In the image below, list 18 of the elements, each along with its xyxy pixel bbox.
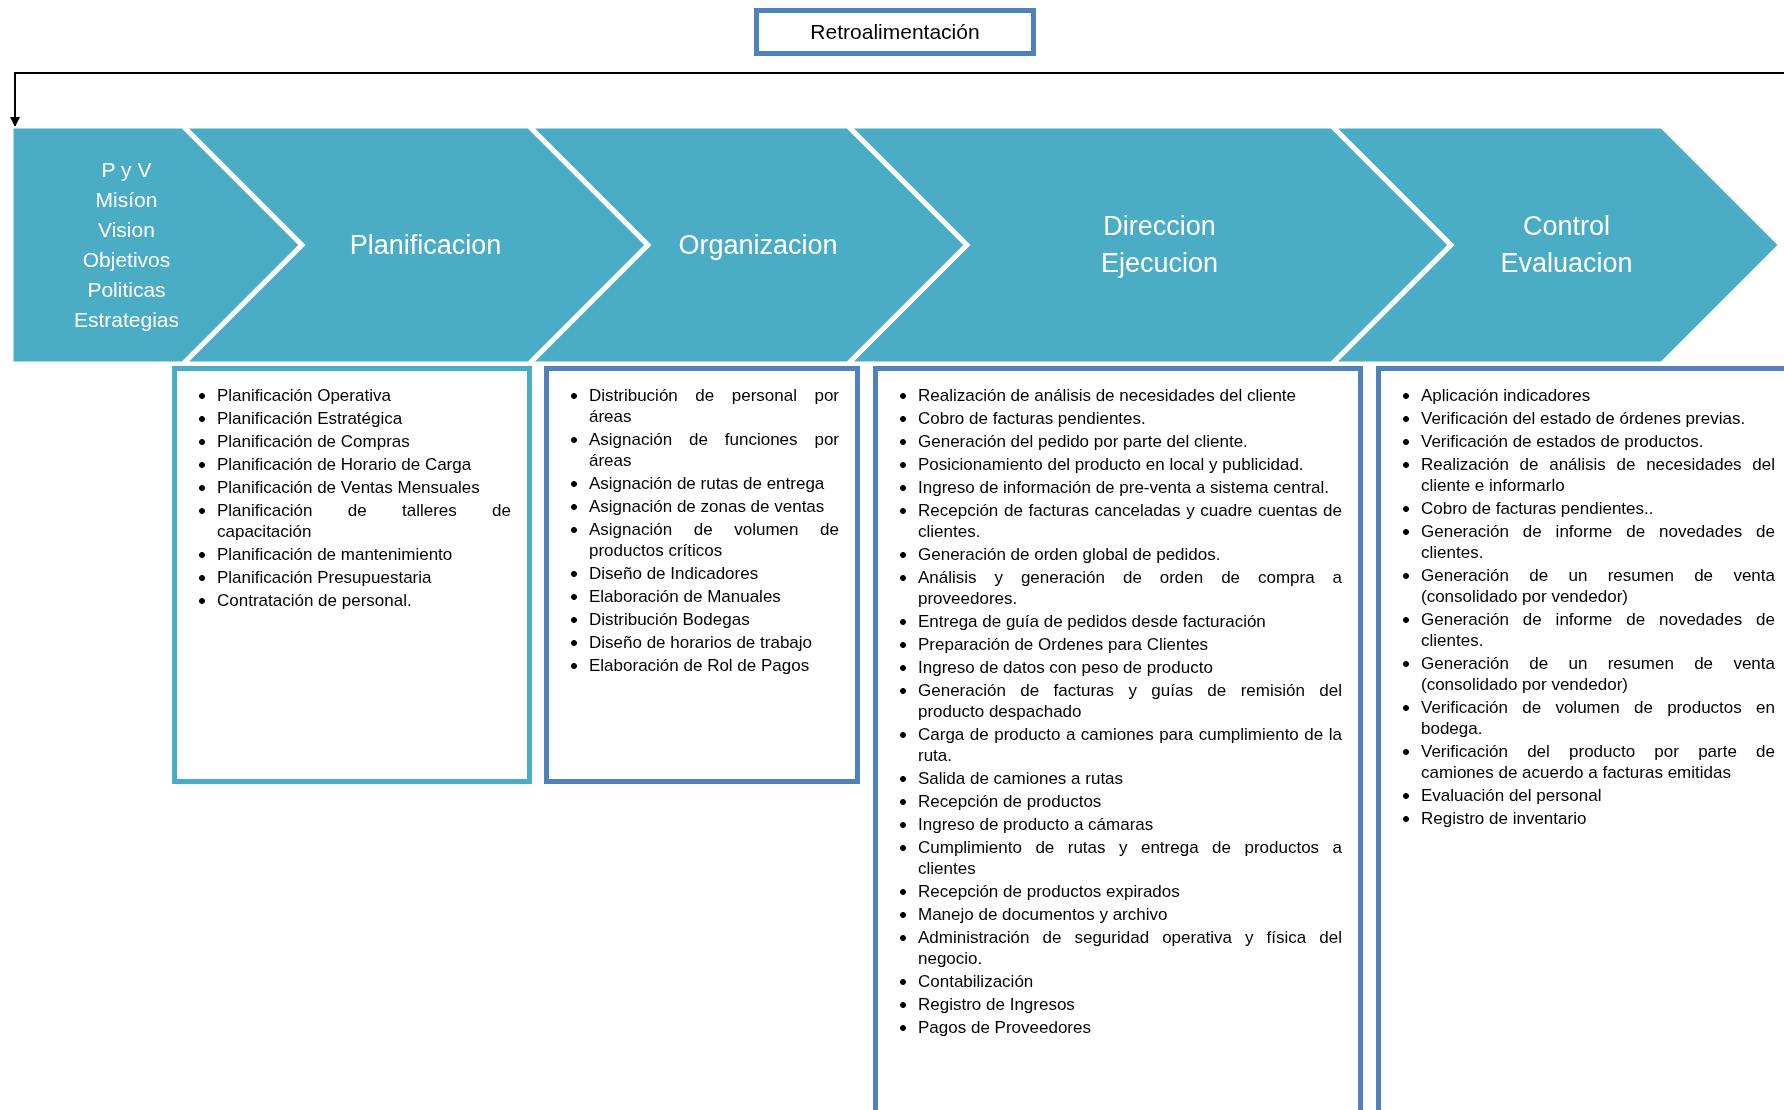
step-title: Organizacion bbox=[678, 228, 838, 262]
step-title: Direccion bbox=[1103, 210, 1216, 243]
step-title: Estrategias bbox=[73, 307, 180, 333]
step-title: Politicas bbox=[87, 277, 166, 303]
step-title: Planificacion bbox=[349, 228, 502, 262]
step-title: P y V bbox=[101, 157, 152, 183]
step-title: Objetivos bbox=[82, 247, 171, 273]
step-title: Ejecucion bbox=[1100, 247, 1219, 280]
step-title: Evaluacion bbox=[1500, 247, 1633, 280]
feedback-label-box: Retroalimentación bbox=[754, 8, 1036, 56]
step-title: Control bbox=[1522, 210, 1610, 243]
activity-list-box bbox=[172, 366, 532, 784]
step-title: Misíon bbox=[95, 187, 158, 213]
activity-list-box bbox=[544, 366, 860, 784]
chevron-step bbox=[1332, 126, 1781, 364]
step-title: Vision bbox=[98, 217, 155, 243]
activity-list-box bbox=[873, 366, 1363, 1110]
activity-list-box bbox=[1376, 366, 1784, 1110]
